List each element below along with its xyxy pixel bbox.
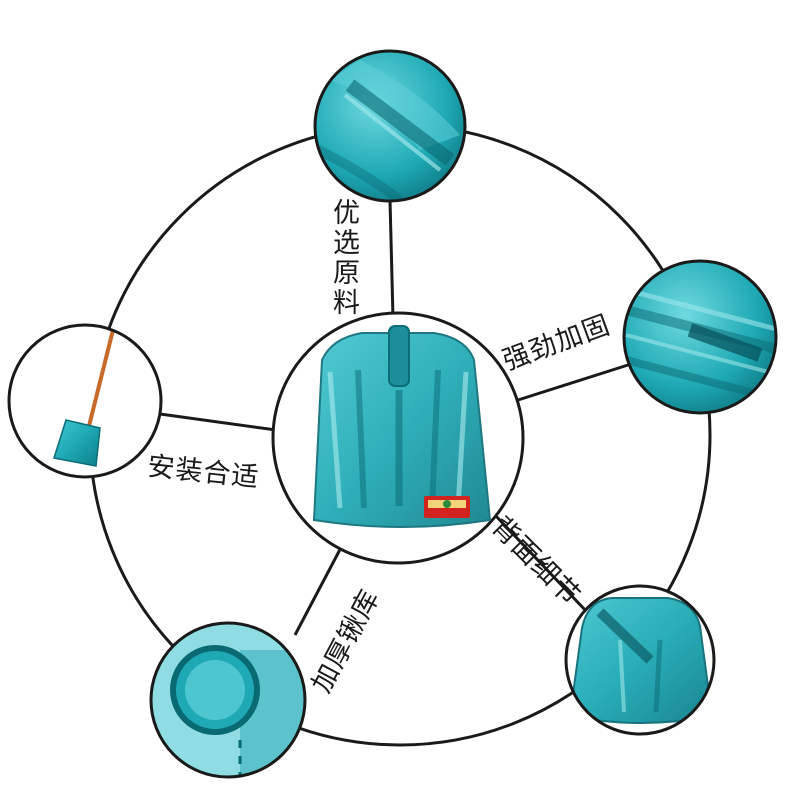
detail-circle-right: [622, 259, 778, 415]
detail-circle-left: [7, 323, 163, 479]
detail-circle-bottom-right: [564, 584, 716, 736]
brand-badge: [424, 496, 470, 518]
connector-lines: [159, 199, 629, 636]
shovel-blade-image: [312, 325, 492, 528]
detail-circle-bottom-left: [149, 621, 307, 779]
center-shovel-circle: [271, 311, 525, 565]
label-raw-material: 优选原料: [328, 198, 359, 318]
detail-circle-top: [313, 49, 467, 203]
